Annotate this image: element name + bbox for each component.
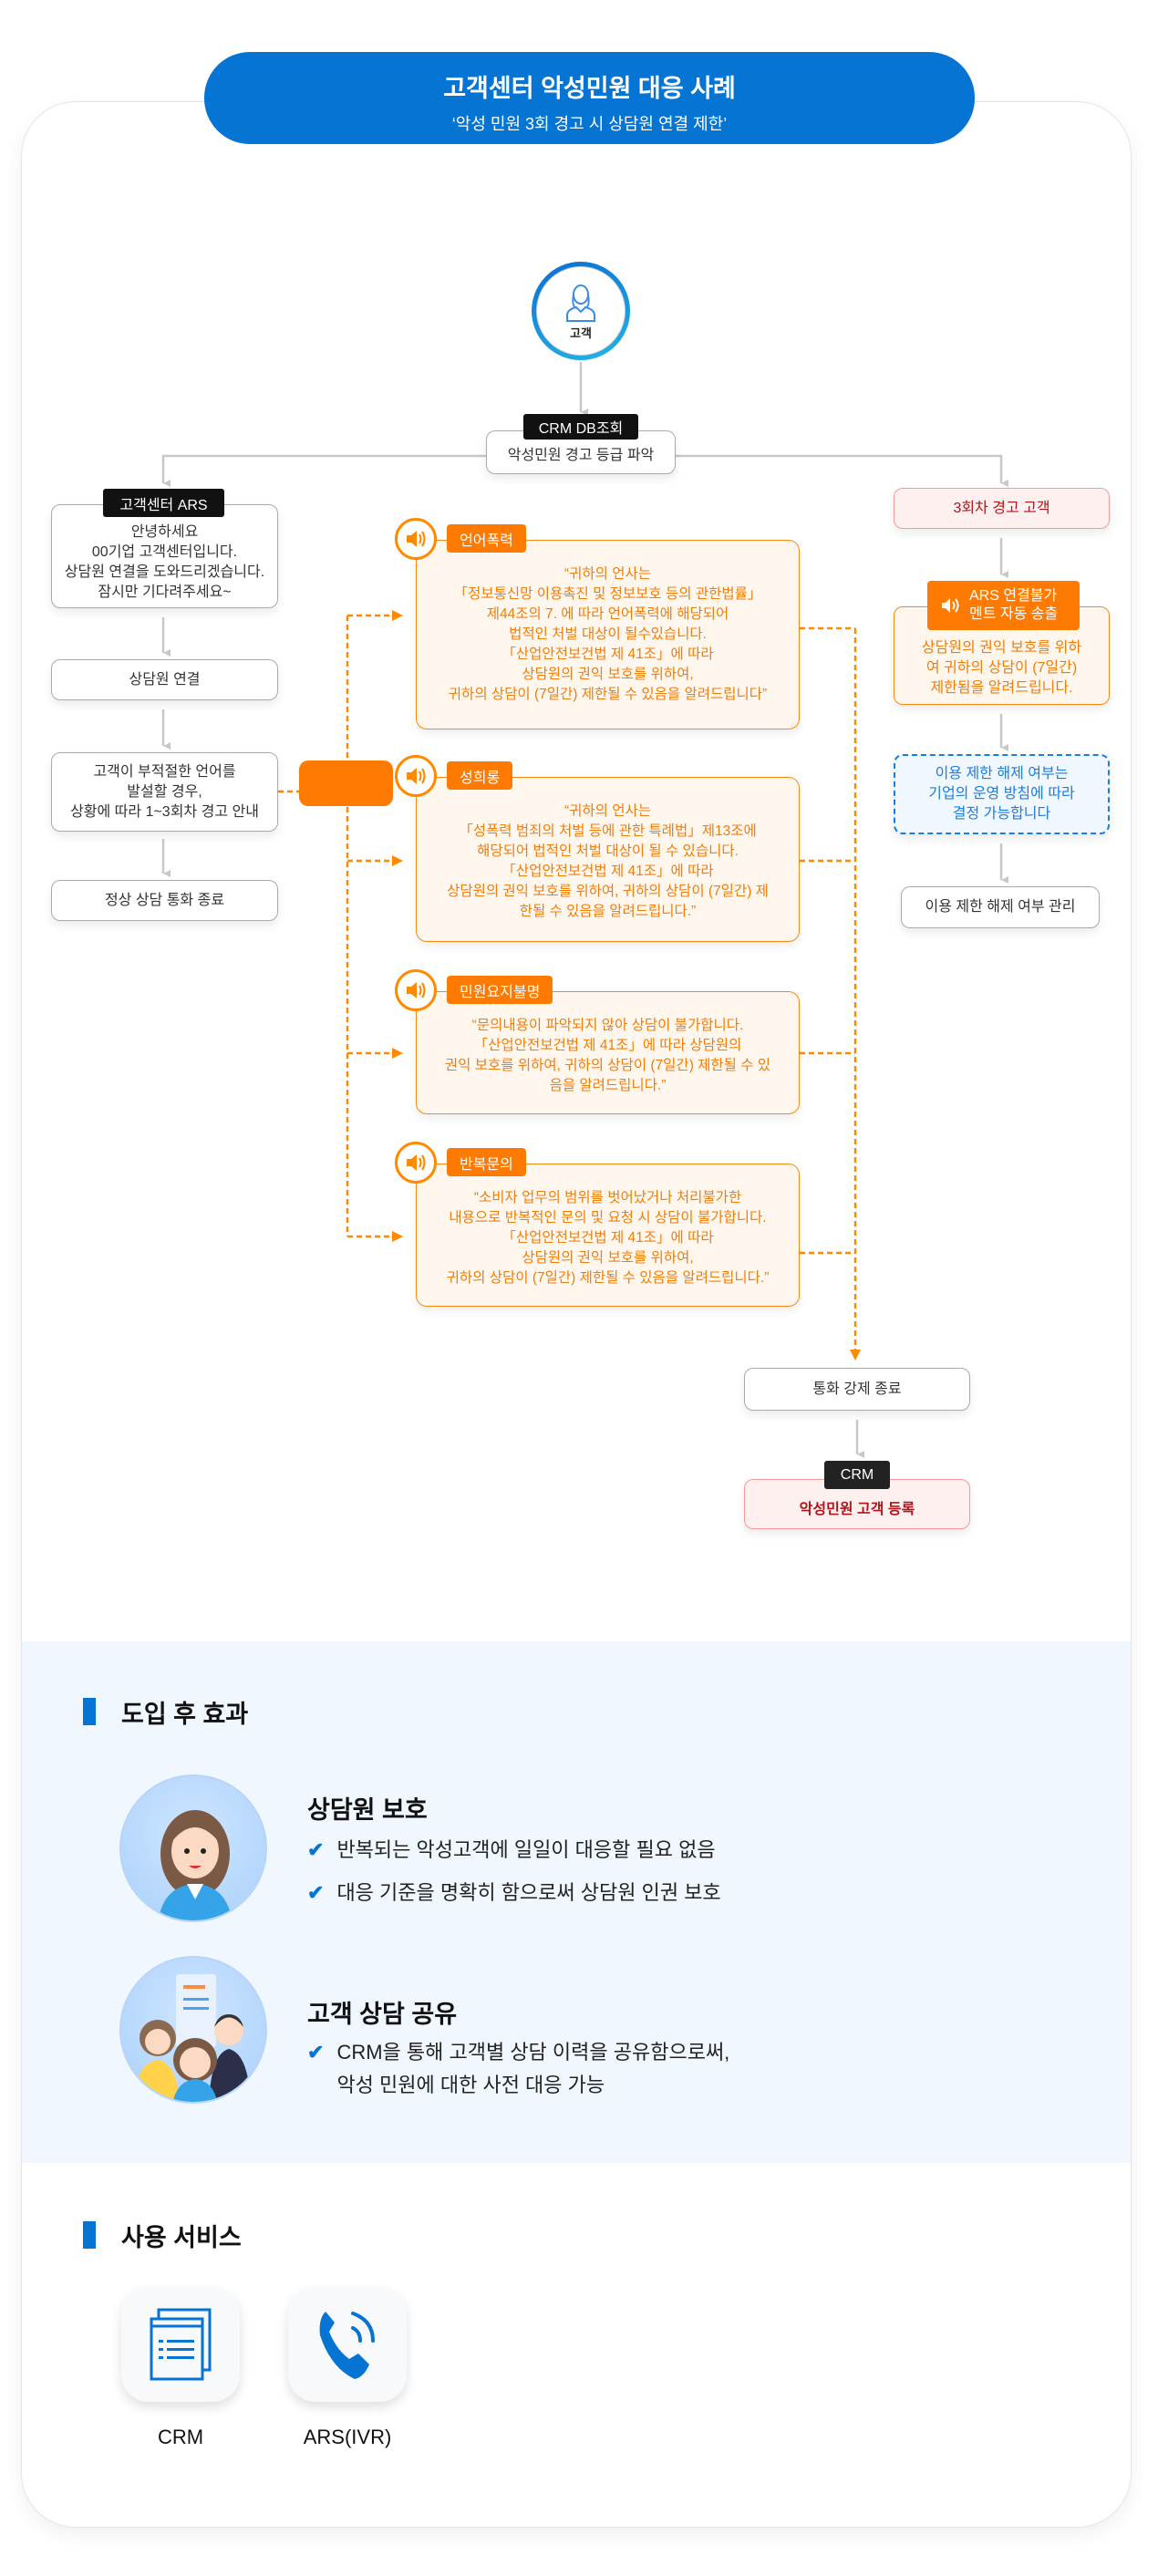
ars-block-line: 여 귀하의 상담이 (7일간) [925,660,1078,676]
warning-line: 고객이 부적절한 언어를 [93,763,236,780]
page-subtitle: ‘악성 민원 3회 경고 시 상담원 연결 제한’ [451,115,728,133]
heading-bar [83,1698,96,1725]
forced-end-node: 통화 강제 종료 [744,1368,970,1411]
orange-dashed-lines [278,610,861,1360]
manage-release-node: 이용 제한 해제 여부 관리 [901,886,1100,928]
team-avatar-illustration [119,1956,267,2104]
flow-connectors [161,362,1158,1641]
case-line: 음을 알려드립니다.” [549,1078,667,1093]
effect-bullet: ✔ 반복되는 악성고객에 일일이 대응할 필요 없음 [307,1834,716,1867]
speaker-icon [942,598,959,613]
phone-ringing-icon [319,2312,375,2379]
case-line: 해당되어 법적인 처벌 대상이 될 수 있습니다. [477,843,739,859]
ars-block-line: 상담원의 권익 보호를 위하 [921,640,1082,656]
service-ars[interactable] [288,2287,407,2402]
check-icon: ✔ [307,1838,325,1861]
service-crm[interactable] [121,2287,240,2402]
policy-line: 결정 가능합니다 [952,806,1051,822]
case-line: 「정보통신망 이용촉진 및 정보보호 등의 관한법률」 [453,586,762,602]
speaker-icon [395,1142,437,1184]
service-label: ARS(IVR) [303,2426,392,2448]
check-icon: ✔ [307,1881,325,1904]
case-line: 법적인 처벌 대상이 될수있습니다. [509,626,707,642]
ars-block-tag-line: ARS 연결불가 [969,588,1058,604]
bullet-text: 대응 기준을 명확히 함으로써 상담원 인권 보호 [336,1881,721,1904]
effect-title: 고객 상담 공유 [307,2001,458,2028]
policy-note-node: 이용 제한 해제 여부는 기업의 운영 방침에 따라 결정 가능합니다 [894,754,1110,834]
crm-db-tag: CRM DB조회 [523,414,638,440]
case-line: “귀하의 언사는 [563,566,652,582]
case-label: 언어폭력 [447,524,526,553]
service-label: CRM [157,2426,204,2448]
ars-line: 잠시만 기다려주세요~ [98,585,232,600]
effect-bullet: ✔ CRM을 통해 고객별 상담 이력을 공유함으로써, 악성 민원에 대한 사전… [307,2036,729,2102]
case-line: 귀하의 상담이 (7일간) 제한될 수 있음을 알려드립니다” [448,687,768,702]
crm-db-node: 악성민원 경고 등급 파악 [486,430,676,474]
ars-tag: 고객센터 ARS [103,489,224,517]
ars-block-line: 제한됨을 알려드립니다. [930,680,1073,696]
case-line: 상담원의 권익 보호를 위하여, 귀하의 상담이 (7일간) 제 [447,884,769,899]
case-line: 「산업안전보건법 제 41조」에 따라 [501,1230,714,1246]
speaker-icon [395,518,437,560]
ars-block-tag-line: 멘트 자동 송출 [969,606,1059,622]
case-line: “소비자 업무의 범위를 벗어났거나 처리불가한 [473,1190,742,1205]
effect-bullet: ✔ 대응 기준을 명확히 함으로써 상담원 인권 보호 [307,1877,721,1909]
register-malicious-node: 악성민원 고객 등록 [744,1479,970,1529]
ars-system-node [299,760,393,806]
case-line: 상담원의 권익 보호를 위하여, [522,1250,694,1266]
case-label: 민원요지불명 [447,976,553,1004]
case-line: 상담원의 권익 보호를 위하여, [522,667,694,682]
gray-lines [161,362,1001,1454]
case-line: 귀하의 상담이 (7일간) 제한될 수 있음을 알려드립니다.” [446,1270,770,1286]
agent-connect-node: 상담원 연결 [51,659,278,700]
policy-line: 이용 제한 해제 여부는 [935,766,1069,781]
case-card: “문의내용이 파악되지 않아 상담이 불가합니다. 「산업안전보건법 제 41조」… [416,991,800,1114]
case-line: 「산업안전보건법 제 41조」에 따라 상담원의 [473,1038,742,1053]
agent-avatar-illustration [119,1774,267,1922]
bullet-text: CRM을 통해 고객별 상담 이력을 공유함으로써, 악성 민원에 대한 사전 … [336,2041,730,2096]
case-line: 「산업안전보건법 제 41조」에 따라 [501,864,714,879]
warning-line: 상황에 따라 1~3회차 경고 안내 [70,803,259,820]
bullet-text: 반복되는 악성고객에 일일이 대응할 필요 없음 [336,1838,716,1861]
third-warning-node: 3회차 경고 고객 [894,488,1110,529]
crm-tag: CRM [824,1461,890,1489]
case-line: 제44조의 7. 에 따라 언어폭력에 해당되어 [486,606,729,622]
case-card: “귀하의 언사는 「정보통신망 이용촉진 및 정보보호 등의 관한법률」 제44조의… [416,540,800,729]
warning-line: 발설할 경우, [127,783,202,800]
services-heading: 사용 서비스 [121,2224,242,2251]
check-icon: ✔ [307,2041,325,2064]
crm-document-icon [150,2308,212,2381]
speaker-icon [395,969,437,1011]
case-label: 성희롱 [447,761,513,790]
case-line: 한될 수 있음을 알려드립니다.” [519,904,697,919]
case-line: “문의내용이 파악되지 않아 상담이 불가합니다. [471,1018,744,1033]
speaker-icon [395,755,437,797]
case-line: 권익 보호를 위하여, 귀하의 상담이 (7일간) 제한될 수 있 [444,1058,771,1073]
warning-guide-node: 고객이 부적절한 언어를 발설할 경우, 상황에 따라 1~3회차 경고 안내 [51,752,278,832]
case-label: 반복문의 [447,1148,526,1176]
ars-line: 안녕하세요 [130,524,199,540]
ars-greeting-node: 안녕하세요 00기업 고객센터입니다. 상담원 연결을 도와드리겠습니다. 잠시… [51,504,278,608]
customer-node: 고객 [532,262,630,360]
heading-bar [83,2221,96,2249]
ars-line: 00기업 고객센터입니다. [91,544,238,560]
ars-line: 상담원 연결을 도와드리겠습니다. [64,564,265,580]
policy-line: 기업의 운영 방침에 따라 [928,786,1075,802]
case-line: 내용으로 반복적인 문의 및 요청 시 상담이 불가합니다. [449,1210,767,1226]
effects-heading: 도입 후 효과 [121,1701,249,1728]
case-line: 「산업안전보건법 제 41조」에 따라 [501,647,714,662]
customer-person-icon [566,284,595,322]
case-line: 「성폭력 범죄의 처벌 등에 관한 특례법」제13조에 [459,823,757,839]
page-title: 고객센터 악성민원 대응 사례 [443,75,736,102]
customer-label: 고객 [570,326,592,340]
normal-end-node: 정상 상담 통화 종료 [51,880,278,921]
effect-title: 상담원 보호 [307,1796,428,1824]
case-line: “귀하의 언사는 [563,803,652,819]
title-banner: 고객센터 악성민원 대응 사례 ‘악성 민원 3회 경고 시 상담원 연결 제한… [204,52,975,144]
